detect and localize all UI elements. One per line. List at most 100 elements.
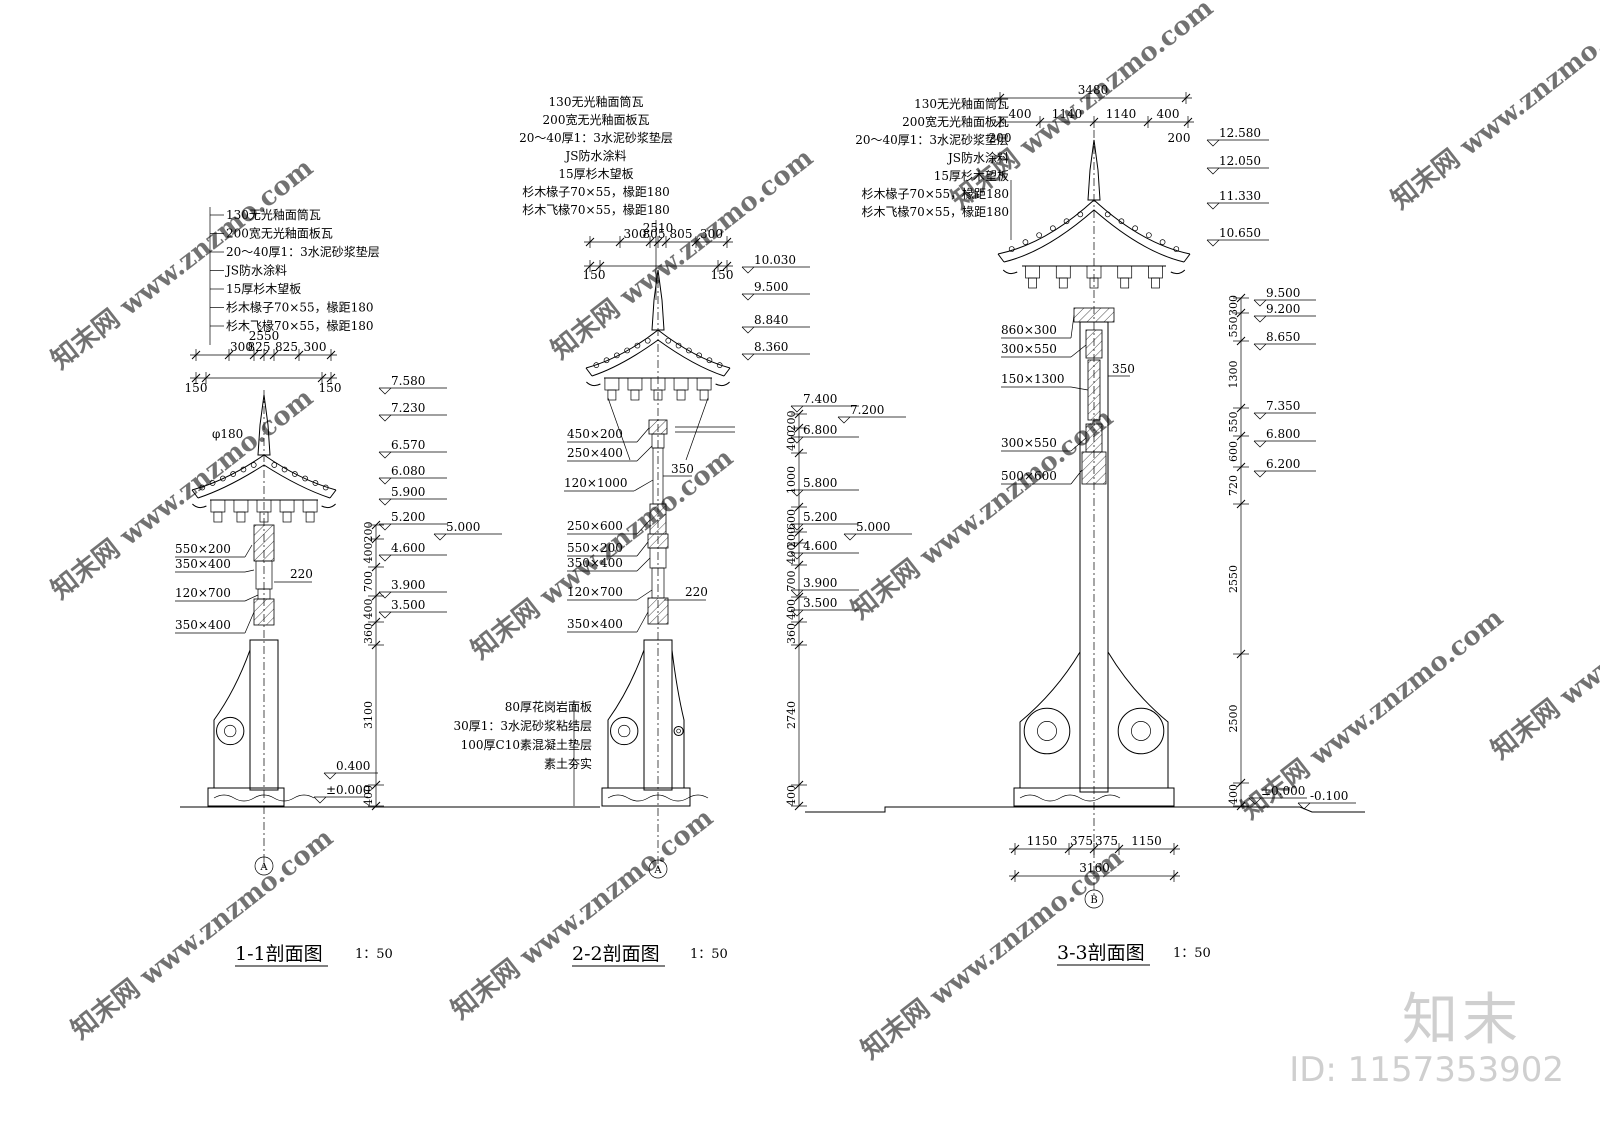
elev-text: 5.800 (803, 476, 837, 490)
elev-text: 5.900 (391, 485, 425, 499)
elev-triangle (378, 451, 392, 459)
bracket-block (676, 389, 686, 401)
elev-text: 0.400 (336, 759, 370, 773)
layer-note: 15厚杉木望板 (558, 167, 633, 181)
callout-line (636, 427, 650, 443)
dim-text: 3160 (1079, 861, 1110, 875)
section-1-1: 130无光釉面筒瓦200宽无光釉面板瓦20～40厚1：3水泥砂浆垫层JS防水涂料… (175, 207, 502, 967)
column-shaft (643, 639, 673, 791)
elev-triangle (790, 523, 804, 531)
dim-text: 550 (1227, 317, 1240, 338)
bracket-block (279, 499, 295, 513)
scroll-rosette-core (1131, 721, 1151, 741)
layer-note: 素土夯实 (544, 756, 592, 771)
dim-text: 200 (785, 527, 798, 548)
callout-line (1070, 314, 1075, 339)
roof-tile (312, 480, 319, 486)
bracket-block (630, 389, 640, 401)
dim-text: 400 (1157, 107, 1180, 121)
roof-tile (1036, 232, 1042, 239)
bracket-curl (192, 503, 207, 509)
member-350x400-lower (647, 597, 669, 625)
elev-text: 12.580 (1219, 126, 1261, 140)
member-860x300 (1073, 307, 1115, 323)
member-label: 450×200 (567, 427, 623, 441)
member-label: 350×400 (175, 557, 231, 571)
elev-triangle (378, 523, 392, 531)
layer-note: 30厚1：3水泥砂浆粘结层 (453, 718, 592, 733)
dim-text: 200 (362, 522, 375, 543)
layer-note: 200宽无光釉面板瓦 (902, 114, 1009, 129)
roof-tile (1077, 211, 1084, 218)
bracket-block (627, 377, 643, 391)
dim-text: 360 (785, 623, 798, 644)
elev-triangle (1253, 470, 1267, 478)
roof-tile (644, 337, 651, 344)
layer-note: 100厚C10素混凝土垫层 (461, 737, 592, 752)
member-300x550-lower (1085, 423, 1103, 453)
elev-triangle (1206, 167, 1220, 175)
dim-text: 1140 (1052, 107, 1083, 121)
elev-triangle (378, 387, 392, 395)
dim-text: 400 (1009, 107, 1032, 121)
layer-note: JS防水涂料 (563, 148, 626, 163)
elev-text: 10.650 (1219, 226, 1261, 240)
bracket-block (673, 377, 689, 391)
layer-note: 200宽无光釉面板瓦 (226, 226, 333, 241)
bracket-block (236, 511, 246, 523)
axis-bubble (254, 856, 274, 876)
layer-note: 杉木飞椽70×55，椽距180 (226, 319, 374, 333)
member-550x200 (253, 524, 275, 562)
section-3-3: 130无光釉面筒瓦200宽无光釉面板瓦20～40厚1：3水泥砂浆垫层JS防水涂料… (855, 83, 1356, 966)
roof-tile (250, 462, 257, 468)
scroll-rosette-core (1037, 721, 1057, 741)
bracket-curl (715, 381, 730, 387)
bracket-block (1058, 277, 1068, 289)
scroll-rosette-core (676, 728, 681, 734)
elev-text: 3.900 (803, 576, 837, 590)
dim-text: 300 (304, 340, 327, 354)
elev-text: 9.500 (754, 280, 788, 294)
bracket-block (233, 499, 249, 513)
bracket-block (213, 511, 223, 523)
elev-text: 7.350 (1266, 399, 1300, 413)
elev-triangle (378, 591, 392, 599)
plinth (601, 787, 691, 807)
dim-text: 400 (785, 430, 798, 451)
callout-line (636, 557, 651, 572)
bracket-curl (1002, 269, 1018, 275)
section-scale: 1：50 (1173, 946, 1211, 961)
elev-triangle (1206, 239, 1220, 247)
roof-tile (614, 352, 620, 359)
callout-line (633, 479, 654, 492)
member-label: 150×1300 (1001, 372, 1065, 386)
dim-text: 825 (248, 340, 271, 354)
layer-note: 杉木椽子70×55，椽距180 (522, 185, 670, 199)
roof-tile (686, 347, 692, 354)
callout-line (244, 594, 259, 602)
elev-triangle (790, 489, 804, 497)
roof-tile (220, 475, 226, 482)
roof-tile (696, 352, 702, 359)
elev-triangle (837, 416, 851, 424)
roof-tile (240, 466, 247, 473)
roof-tile (593, 362, 600, 368)
elev-triangle (741, 293, 755, 301)
member-450x200 (648, 419, 668, 435)
elev-triangle (790, 609, 804, 617)
layer-note: 80厚花岗岩面板 (505, 699, 592, 714)
section-title: 1-1剖面图 (235, 943, 323, 965)
roof-tile (1104, 211, 1111, 218)
axis-label: A (653, 865, 662, 876)
elev-text: 3.900 (391, 578, 425, 592)
elev-triangle (1253, 315, 1267, 323)
member-label: 550×200 (567, 541, 623, 555)
layer-note: 20～40厚1：3水泥砂浆垫层 (519, 130, 673, 145)
callout-line (636, 445, 653, 462)
elev-text: 5.200 (803, 510, 837, 524)
section-scale: 1：50 (690, 947, 728, 962)
dim-text: 400 (785, 599, 798, 620)
elev-text: 7.200 (850, 403, 884, 417)
bracket-block (305, 511, 315, 523)
callout-line (1070, 386, 1089, 391)
